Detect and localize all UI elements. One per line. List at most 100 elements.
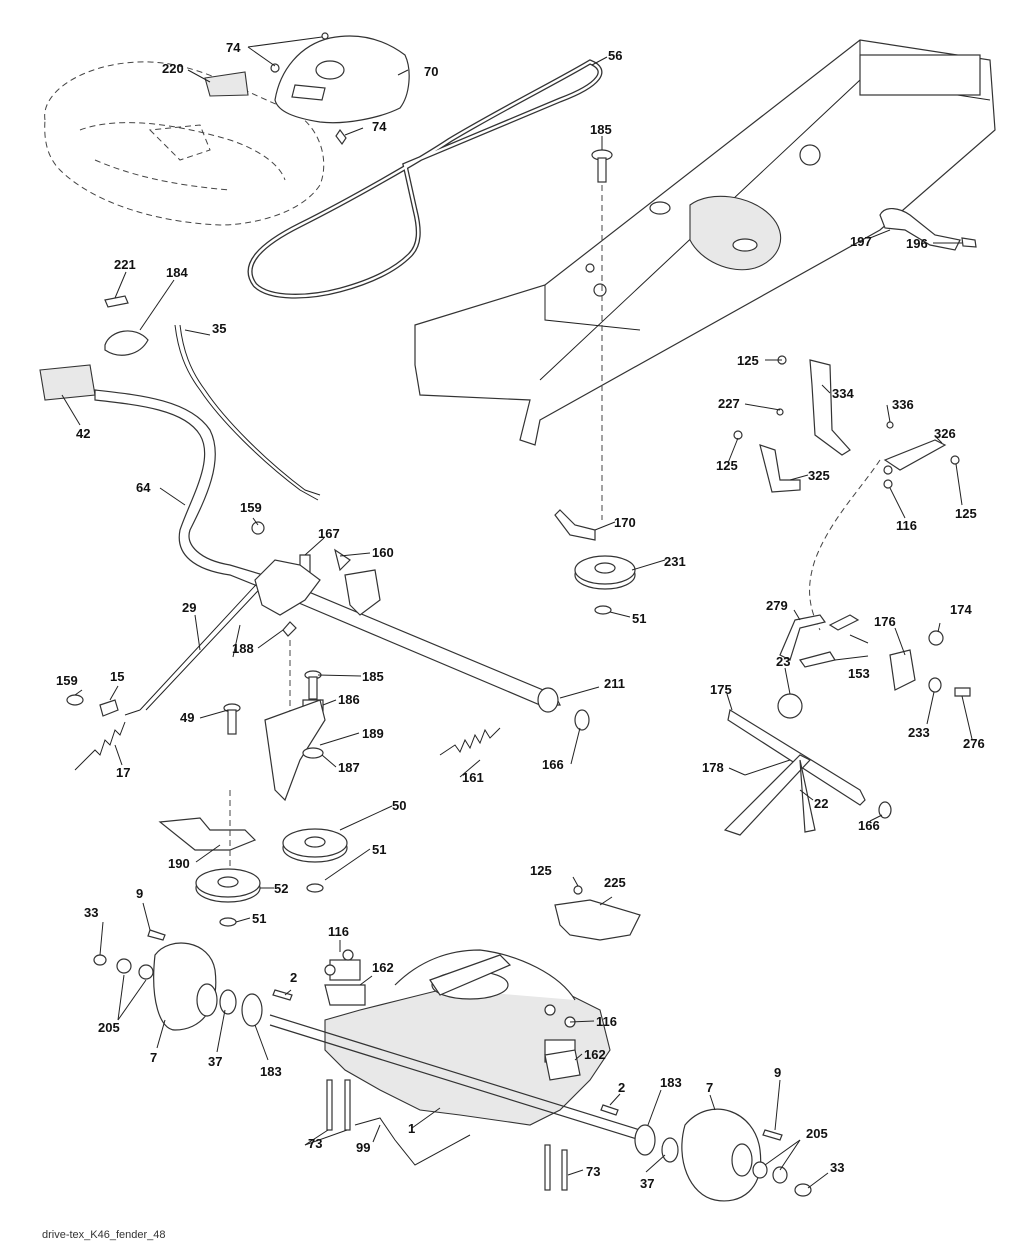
part-52-pulley xyxy=(195,868,261,903)
part-187-washer xyxy=(302,747,324,759)
part-170 xyxy=(554,509,596,541)
callout-233: 233 xyxy=(908,725,930,740)
callout-221: 221 xyxy=(114,257,136,272)
callout-197: 197 xyxy=(850,234,872,249)
callout-74b: 74 xyxy=(372,119,387,134)
callout-70: 70 xyxy=(424,64,438,79)
callout-334: 334 xyxy=(832,386,854,401)
part-64-shaft xyxy=(94,389,561,706)
callout-196: 196 xyxy=(906,236,928,251)
callout-23: 23 xyxy=(776,654,790,669)
part-211-166-left xyxy=(537,687,590,731)
part-70-console xyxy=(274,35,410,124)
part-161-spring xyxy=(439,727,501,756)
callout-178: 178 xyxy=(702,760,724,775)
part-56-belt xyxy=(247,59,603,299)
callout-7: 7 xyxy=(150,1050,157,1065)
callout-160: 160 xyxy=(372,545,394,560)
callout-7b: 7 xyxy=(706,1080,713,1095)
callout-220: 220 xyxy=(162,61,184,76)
callout-15: 15 xyxy=(110,669,124,684)
part-23-ring xyxy=(777,693,803,719)
callout-166: 166 xyxy=(858,818,880,833)
part-231-pulley xyxy=(574,555,636,590)
callout-33: 33 xyxy=(84,905,98,920)
callout-56: 56 xyxy=(608,48,622,63)
callout-186: 186 xyxy=(338,692,360,707)
part-233-276 xyxy=(928,677,971,697)
callout-51b: 51 xyxy=(372,842,386,857)
tractor-frame xyxy=(414,39,996,446)
callout-185b: 185 xyxy=(362,669,384,684)
part-51-top xyxy=(594,605,612,615)
part-279-153 xyxy=(779,614,860,668)
part-176-174 xyxy=(889,630,944,691)
callout-125c: 125 xyxy=(955,506,977,521)
part-74-screws xyxy=(270,32,347,146)
callout-37: 37 xyxy=(208,1054,222,1069)
part-99-rod xyxy=(354,1117,471,1166)
callout-2b: 2 xyxy=(618,1080,625,1095)
callout-187: 187 xyxy=(338,760,360,775)
callout-17: 17 xyxy=(116,765,130,780)
callout-166b: 166 xyxy=(542,757,564,772)
callout-227: 227 xyxy=(718,396,740,411)
callout-184: 184 xyxy=(166,265,188,280)
part-159-15-left xyxy=(66,521,265,717)
part-17-spring xyxy=(74,721,126,771)
callout-1: 1 xyxy=(408,1121,415,1136)
callout-73: 73 xyxy=(308,1136,322,1151)
callout-162: 162 xyxy=(372,960,394,975)
callout-205: 205 xyxy=(98,1020,120,1035)
callout-33b: 33 xyxy=(830,1160,844,1175)
right-hub xyxy=(600,1104,812,1202)
callout-159b: 159 xyxy=(56,673,78,688)
callout-325: 325 xyxy=(808,468,830,483)
part-189-plate xyxy=(264,699,326,802)
part-225-bracket xyxy=(554,885,641,941)
callout-73b: 73 xyxy=(586,1164,600,1179)
callout-159: 159 xyxy=(240,500,262,515)
callout-29: 29 xyxy=(182,600,196,615)
part-188 xyxy=(282,621,297,637)
callout-279: 279 xyxy=(766,598,788,613)
callout-185: 185 xyxy=(590,122,612,137)
part-185-bolt-top xyxy=(591,149,613,183)
callout-2: 2 xyxy=(290,970,297,985)
callout-189: 189 xyxy=(362,726,384,741)
callout-50: 50 xyxy=(392,798,406,813)
callout-116c: 116 xyxy=(596,1014,617,1029)
callout-225: 225 xyxy=(604,875,626,890)
part-50-pulley xyxy=(282,828,348,863)
upper-brackets-162-116 xyxy=(324,949,581,1081)
part-196-bolt xyxy=(961,237,977,248)
callout-42: 42 xyxy=(76,426,90,441)
callout-74: 74 xyxy=(226,40,241,55)
part-197 xyxy=(879,208,961,251)
part-35-rod xyxy=(174,324,321,501)
part-334-bracket xyxy=(809,359,851,456)
callout-9b: 9 xyxy=(774,1065,781,1080)
callout-190: 190 xyxy=(168,856,190,871)
part-49-bolt xyxy=(223,703,241,735)
callout-162b: 162 xyxy=(584,1047,606,1062)
fender-shroud xyxy=(44,61,325,226)
callout-326: 326 xyxy=(934,426,956,441)
callout-125: 125 xyxy=(737,353,759,368)
callout-51c: 51 xyxy=(252,911,266,926)
callout-125b: 125 xyxy=(716,458,738,473)
callout-170: 170 xyxy=(614,515,636,530)
callout-116b: 116 xyxy=(328,924,349,939)
callout-276: 276 xyxy=(963,736,985,751)
left-hub xyxy=(93,929,293,1031)
part-220 xyxy=(204,71,249,97)
part-175-shaft xyxy=(727,709,866,806)
callout-205b: 205 xyxy=(806,1126,828,1141)
part-325-bracket xyxy=(759,444,801,493)
callout-183b: 183 xyxy=(660,1075,682,1090)
callout-336: 336 xyxy=(892,397,914,412)
callout-176: 176 xyxy=(874,614,896,629)
